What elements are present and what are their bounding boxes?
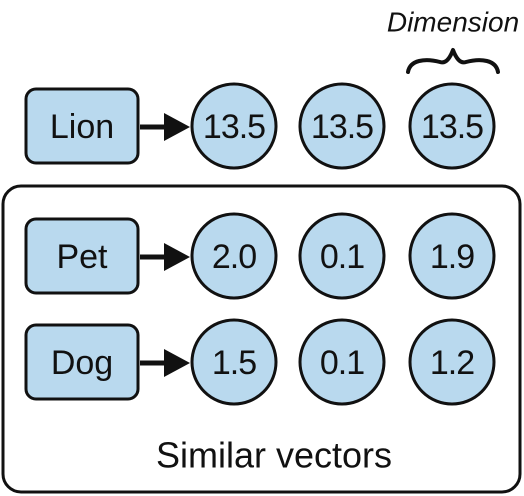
vector-value-circle <box>190 318 278 406</box>
vector-value: 13.5 <box>421 108 483 146</box>
vector-value-circle <box>408 212 496 300</box>
word-box-pet <box>24 217 140 295</box>
dimension-label: Dimension <box>387 7 519 38</box>
vector-value: 0.1 <box>320 344 364 382</box>
word-label: Lion <box>50 108 114 146</box>
similar-vectors-frame <box>1 184 522 494</box>
vector-value-circle <box>408 318 496 406</box>
vector-value: 1.5 <box>212 344 256 382</box>
vector-value-circle <box>408 82 496 170</box>
vector-value-circle <box>298 318 386 406</box>
word-label: Pet <box>56 238 108 276</box>
vector-value: 1.9 <box>430 238 474 276</box>
vector-value: 0.1 <box>320 238 364 276</box>
vector-row-dog: Dog 1.5 0.1 1.2 <box>24 318 496 406</box>
arrow-right-icon <box>164 243 190 271</box>
dimension-brace-icon <box>406 48 500 74</box>
word-box-dog <box>24 323 140 401</box>
vector-value: 13.5 <box>311 108 373 146</box>
vector-value: 2.0 <box>212 238 256 276</box>
arrow-right-icon <box>164 349 190 377</box>
vector-value-circle <box>190 212 278 300</box>
vector-row-pet: Pet 2.0 0.1 1.9 <box>24 212 496 300</box>
arrow-right-icon <box>164 113 190 141</box>
vector-row-lion: Lion 13.5 13.5 13.5 <box>24 82 496 170</box>
word-label: Dog <box>51 344 113 382</box>
vector-value-circle <box>190 82 278 170</box>
vector-value: 1.2 <box>430 344 474 382</box>
word-box-lion <box>24 87 140 165</box>
vector-value-circle <box>298 82 386 170</box>
similar-vectors-caption: Similar vectors <box>156 435 392 476</box>
vector-value: 13.5 <box>203 108 265 146</box>
vector-value-circle <box>298 212 386 300</box>
